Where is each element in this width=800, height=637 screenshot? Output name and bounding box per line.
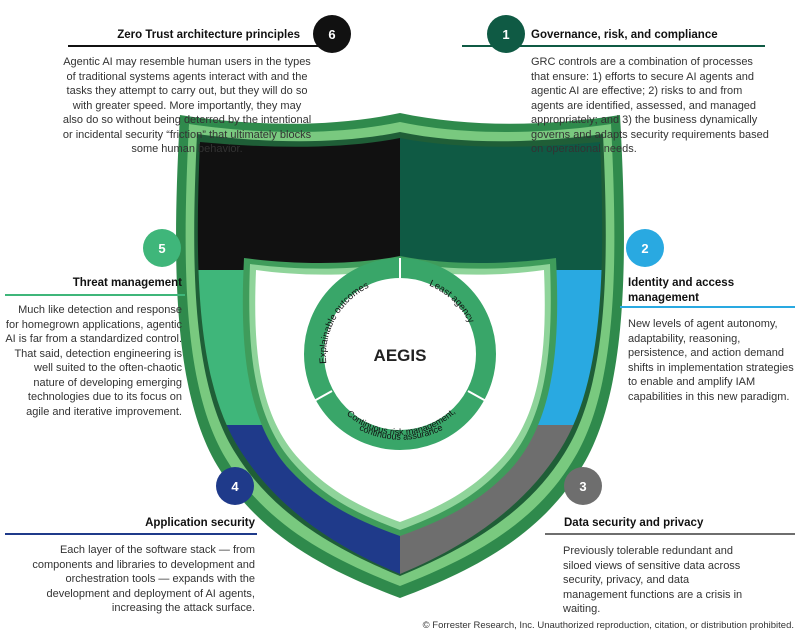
section-title-zerotrust: Zero Trust architecture principles: [117, 29, 300, 41]
section-text-zerotrust: Agentic AI may resemble human users in t…: [62, 56, 312, 155]
ring-separator-left: [313, 390, 333, 402]
badge-3: 3: [564, 467, 602, 505]
copyright-footer: © Forrester Research, Inc. Unauthorized …: [422, 620, 794, 631]
section-text-threat: Much like detection and response for hom…: [5, 304, 182, 418]
section-title-application: Application security: [145, 517, 255, 529]
badge-2: 2: [626, 229, 664, 267]
section-text-application: Each layer of the software stack — from …: [32, 544, 255, 614]
rule-threat: [5, 294, 185, 296]
quadrant-zerotrust: [197, 138, 400, 270]
section-text-identity: New levels of agent autonomy, adaptabili…: [628, 318, 794, 403]
section-text-governance: GRC controls are a combination of proces…: [531, 56, 769, 155]
badge-4: 4: [216, 467, 254, 505]
rule-governance: [462, 45, 765, 47]
rule-application: [5, 533, 257, 535]
badge-6: 6: [313, 15, 351, 53]
quadrant-governance: [400, 138, 603, 270]
rule-data: [545, 533, 795, 535]
badge-1: 1: [487, 15, 525, 53]
badge-5: 5: [143, 229, 181, 267]
section-title-threat: Threat management: [72, 277, 182, 289]
ring-separator-right: [467, 390, 487, 402]
rule-identity: [620, 306, 795, 308]
section-title-identity: Identity and access management: [628, 277, 735, 304]
section-title-data: Data security and privacy: [564, 517, 704, 529]
inner-shield-fill: [255, 268, 545, 522]
rule-zerotrust: [68, 45, 338, 47]
section-text-data: Previously tolerable redundant and siloe…: [563, 545, 743, 615]
section-title-governance: Governance, risk, and compliance: [531, 29, 718, 41]
aegis-label: AEGIS: [374, 346, 427, 365]
